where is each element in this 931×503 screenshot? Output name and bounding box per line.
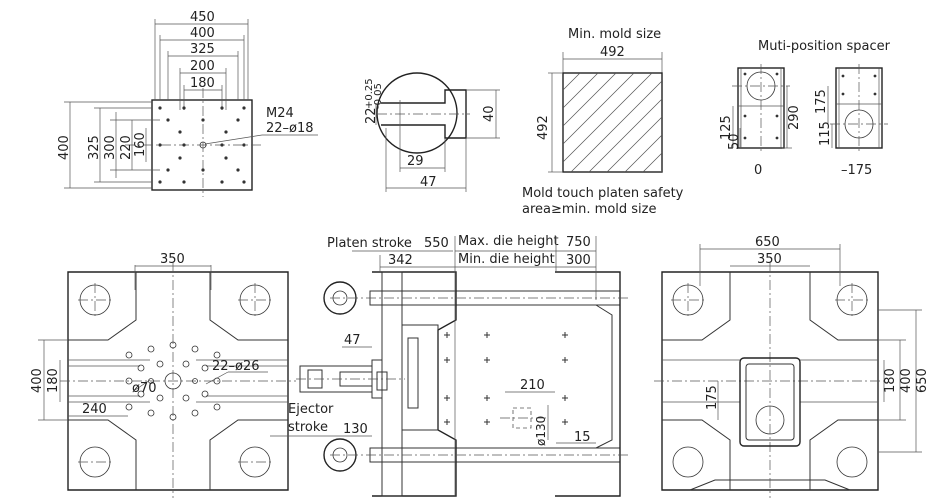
ejector-label-2: stroke [288,420,328,435]
platen-stroke-label: Platen stroke [327,236,412,251]
dim-130-dia: ø130 [534,416,548,446]
top-left-platen: 450 400 325 200 180 400 325 300 220 160 [57,10,318,197]
min-die-label: Min. die height [458,252,555,267]
ejector-stroke-value: 130 [343,422,368,437]
dim-h300: 300 [103,135,118,160]
dim-210: 210 [520,378,545,393]
moving-width-350: 350 [757,252,782,267]
mold-size-title: Min. mold size [568,27,661,42]
platen-hole-grid [125,341,221,421]
dim-h220: 220 [119,135,134,160]
dim-200: 200 [190,59,215,74]
tol-minus: -0.05 [373,83,384,109]
moving-h400: 400 [899,368,914,393]
pos-right: –175 [841,163,872,178]
mold-note-2: area≥min. mold size [522,202,656,217]
center-dia: ø70 [132,381,157,396]
moving-h650: 650 [915,368,930,393]
mold-hatch [563,73,662,172]
dim-15: 15 [574,430,591,445]
offset-29: 29 [407,154,424,169]
spacer-175: 175 [814,89,829,114]
nozzle-detail: 40 29 47 22 +0.25 -0.05 [364,72,500,192]
dim-450: 450 [190,10,215,25]
fixed-platen: 350 400 180 ø70 22–ø26 240 [30,252,296,498]
spacer-detail: Muti-position spacer 290 175 115 125 50 [719,39,891,178]
dim-342: 342 [388,253,413,268]
min-die-value: 300 [566,253,591,268]
ejector-label-1: Ejector [288,402,334,417]
fixed-offset-240: 240 [82,402,107,417]
fixed-width-350: 350 [160,252,185,267]
fixed-holes: 22–ø26 [212,359,260,374]
platen-holes [158,106,246,184]
offset-47: 47 [420,175,437,190]
mold-width: 492 [600,45,625,60]
max-die-value: 750 [566,235,591,250]
bolt-marks [444,332,568,425]
dim-400: 400 [190,26,215,41]
dim-47: 47 [344,333,361,348]
slot-22: 22 [364,107,379,124]
pos-left: 0 [754,163,762,178]
moving-width-650: 650 [755,235,780,250]
mold-note-1: Mold touch platen safety [522,186,684,201]
mold-height: 492 [536,115,551,140]
spacer-115: 115 [818,121,833,146]
dim-180: 180 [190,76,215,91]
moving-h180: 180 [883,368,898,393]
spacer-title: Muti-position spacer [758,39,891,54]
thread-label: M24 [266,106,294,121]
tol-plus: +0.25 [364,78,375,109]
spacer-290: 290 [787,105,802,130]
fixed-slot-180: 180 [46,368,61,393]
dim-h325: 325 [87,135,102,160]
fixed-height-400: 400 [30,368,45,393]
dim-325: 325 [190,42,215,57]
spacer-125: 125 [719,115,734,140]
dim-h160: 160 [133,132,148,157]
spacer-50: 50 [727,133,742,150]
moving-h175: 175 [705,385,720,410]
platen-stroke-value: 550 [424,236,449,251]
machine-side-view: Platen stroke 550 Max. die height 750 Mi… [270,234,630,497]
dim-h400: 400 [57,135,72,160]
max-die-label: Max. die height [458,234,559,249]
moving-platen: 650 350 180 400 650 175 [654,235,930,498]
min-mold-size: Min. mold size 492 492 Mold touch platen… [522,27,684,217]
holes-label: 22–ø18 [266,121,314,136]
depth-40: 40 [482,105,497,122]
